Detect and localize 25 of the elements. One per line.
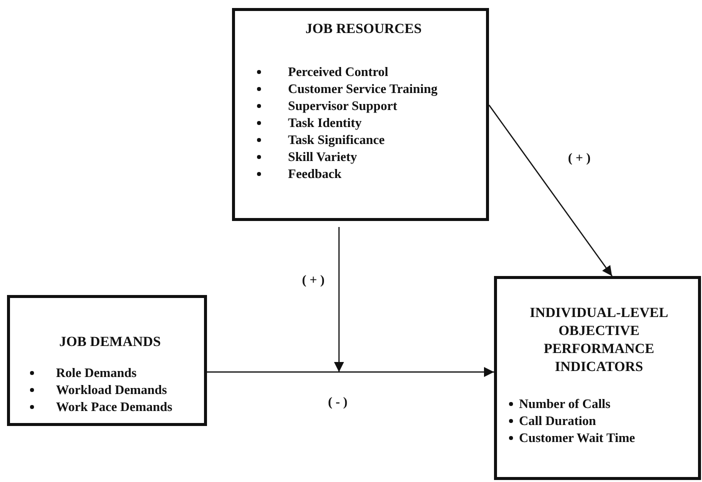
bullet-item: Customer Service Training (288, 81, 438, 96)
edge-label: ( - ) (326, 394, 350, 410)
bullet-item: Customer Wait Time (519, 430, 636, 445)
bullet-item: Skill Variety (288, 149, 357, 164)
arrow (488, 104, 612, 276)
box-heading: JOB RESOURCES (304, 21, 423, 39)
bullet-item: Workload Demands (56, 382, 167, 397)
edge-label: ( + ) (566, 150, 593, 166)
bullet-item: Supervisor Support (288, 98, 398, 113)
concept-box (232, 8, 489, 221)
edge-label: ( + ) (300, 272, 327, 288)
bullet-item: Feedback (288, 166, 342, 181)
bullet-item: Task Significance (288, 132, 385, 147)
bullet-item: Role Demands (56, 365, 137, 380)
bullet-item: Task Identity (288, 115, 362, 130)
bullet-item: Call Duration (519, 413, 596, 428)
arrow (207, 367, 494, 377)
concept-box (494, 276, 701, 480)
arrow (334, 227, 344, 372)
bullet-item: Work Pace Demands (56, 399, 172, 414)
bullet-item: Number of Calls (519, 396, 610, 411)
box-heading: INDIVIDUAL-LEVEL OBJECTIVE PERFORMANCE INDICATORS (528, 305, 670, 377)
box-heading: JOB DEMANDS (58, 334, 162, 352)
concept-box (7, 295, 207, 426)
bullet-item: Perceived Control (288, 64, 388, 79)
